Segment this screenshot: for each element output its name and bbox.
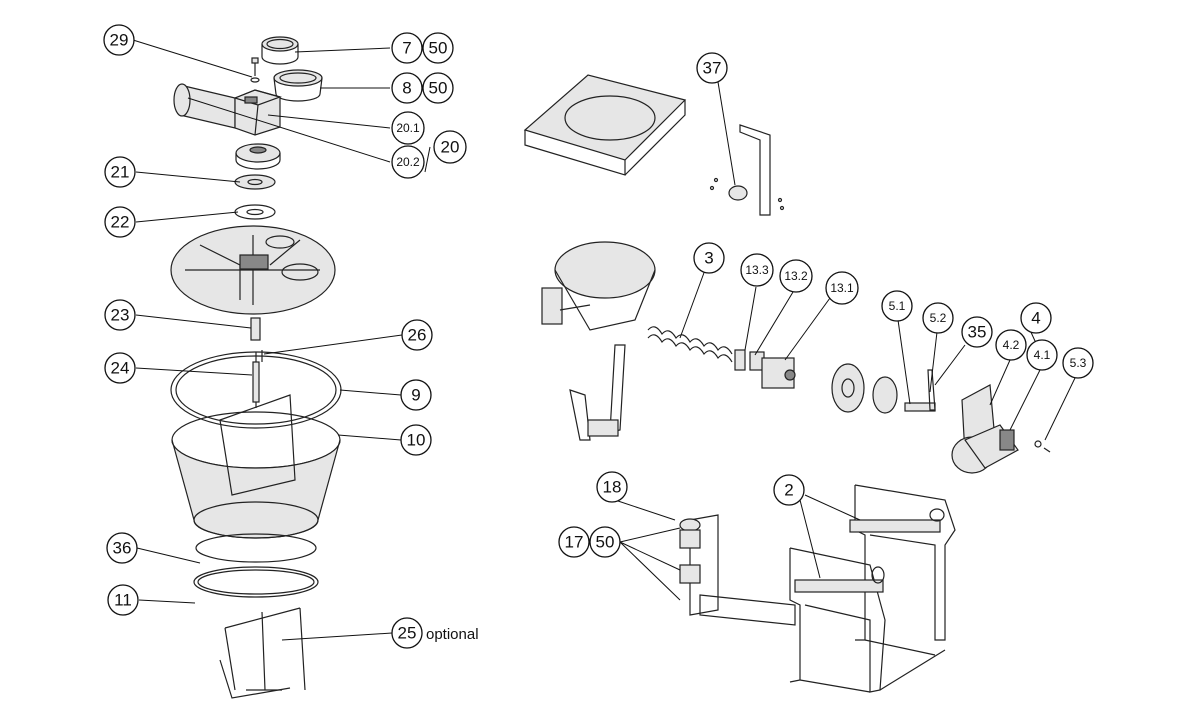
callout-2: 2: [773, 474, 805, 506]
callout-label: 22: [111, 213, 130, 232]
callout-37: 37: [696, 52, 728, 84]
callout-20-2: 20.2: [391, 145, 425, 179]
part-7-ring: [261, 36, 299, 65]
part-4-motor: [951, 384, 1051, 474]
callout-label: 21: [111, 163, 130, 182]
callout-label: 36: [113, 539, 132, 558]
callout-11: 11: [107, 584, 139, 616]
callout-5-1: 5.1: [881, 290, 913, 322]
part-13-bearing-unit: [734, 349, 796, 389]
callout-label: 50: [429, 39, 448, 58]
callout-label: 20.2: [396, 155, 420, 169]
callout-label: 4: [1031, 309, 1040, 328]
part-23-coupling: [250, 317, 261, 341]
callout-label: 20: [441, 138, 460, 157]
callout-10: 10: [400, 424, 432, 456]
mounting-plate-frame: [523, 74, 687, 176]
part-5-flanges: [831, 363, 936, 414]
feeder-arm: [569, 344, 626, 441]
part-22-gasket: [234, 204, 276, 220]
part-20-hub: [235, 143, 281, 170]
callout-8: 8: [391, 72, 423, 104]
callout-label: 25: [398, 624, 417, 643]
callout-4-2: 4.2: [995, 329, 1027, 361]
callout-4: 4: [1020, 302, 1052, 334]
callout-5-3: 5.3: [1062, 347, 1094, 379]
callout-label: 3: [704, 249, 713, 268]
callout-3: 3: [693, 242, 725, 274]
part-29-bolt: [250, 57, 260, 83]
callout-label: 29: [110, 31, 129, 50]
hopper-lid: [170, 225, 336, 315]
callout-50-b: 50: [422, 72, 454, 104]
callout-36: 36: [106, 532, 138, 564]
part-24-shaft: [252, 350, 263, 408]
callout-label: 9: [411, 386, 420, 405]
callout-4-1: 4.1: [1026, 339, 1058, 371]
callout-label: 20.1: [396, 121, 420, 135]
callout-13-3: 13.3: [740, 253, 774, 287]
callout-label: 4.1: [1034, 348, 1051, 362]
callout-label: 13.1: [830, 281, 854, 295]
callout-label: 10: [407, 431, 426, 450]
part-10-hopper-cone: [171, 394, 341, 539]
callout-label: 37: [703, 59, 722, 78]
callout-22: 22: [104, 206, 136, 238]
callout-20-1: 20.1: [391, 111, 425, 145]
part-11-clamp-ring: [193, 566, 319, 598]
callout-24: 24: [104, 352, 136, 384]
callout-35: 35: [961, 316, 993, 348]
callout-7: 7: [391, 32, 423, 64]
part-3-screw: [647, 326, 733, 363]
callout-label: 50: [596, 533, 615, 552]
callout-label: 26: [408, 326, 427, 345]
callout-label: 2: [784, 481, 793, 500]
callout-label: 17: [565, 533, 584, 552]
part-36-seal: [195, 533, 317, 563]
callout-label: 7: [402, 39, 411, 58]
callout-label: 4.2: [1003, 338, 1020, 352]
part-21-flange: [234, 174, 276, 190]
callout-label: 23: [111, 306, 130, 325]
callout-label: 50: [429, 79, 448, 98]
callout-label: 5.1: [889, 299, 906, 313]
part-37-bracket: [709, 124, 785, 216]
callout-label: 11: [114, 591, 132, 610]
part-8-ring: [273, 69, 323, 102]
leader-lines: [132, 39, 1076, 641]
part-18-bracket: [679, 514, 796, 626]
callout-26: 26: [401, 319, 433, 351]
part-2-base-frame: [789, 484, 956, 693]
part-20-inlet-box: [173, 83, 282, 136]
callout-25: 25: [391, 617, 423, 649]
callout-20: 20: [433, 130, 467, 164]
optional-note: optional: [426, 626, 479, 643]
callout-label: 13.2: [784, 269, 808, 283]
callout-label: 18: [603, 478, 622, 497]
callout-17: 17: [558, 526, 590, 558]
hopper-assembly: [170, 36, 342, 699]
callout-18: 18: [596, 471, 628, 503]
callout-label: 5.2: [930, 311, 947, 325]
feeder-funnel: [541, 241, 656, 331]
callout-13-1: 13.1: [825, 271, 859, 305]
callout-29: 29: [103, 24, 135, 56]
callout-23: 23: [104, 299, 136, 331]
callout-label: 35: [968, 323, 987, 342]
part-25-stand: [219, 607, 306, 699]
callout-label: 24: [111, 359, 130, 378]
callout-50-c: 50: [589, 526, 621, 558]
callout-label: 13.3: [745, 263, 769, 277]
callout-label: 5.3: [1070, 356, 1087, 370]
callout-5-2: 5.2: [922, 302, 954, 334]
callout-21: 21: [104, 156, 136, 188]
callout-label: 8: [402, 79, 411, 98]
callout-9: 9: [400, 379, 432, 411]
callout-50-a: 50: [422, 32, 454, 64]
callout-13-2: 13.2: [779, 259, 813, 293]
